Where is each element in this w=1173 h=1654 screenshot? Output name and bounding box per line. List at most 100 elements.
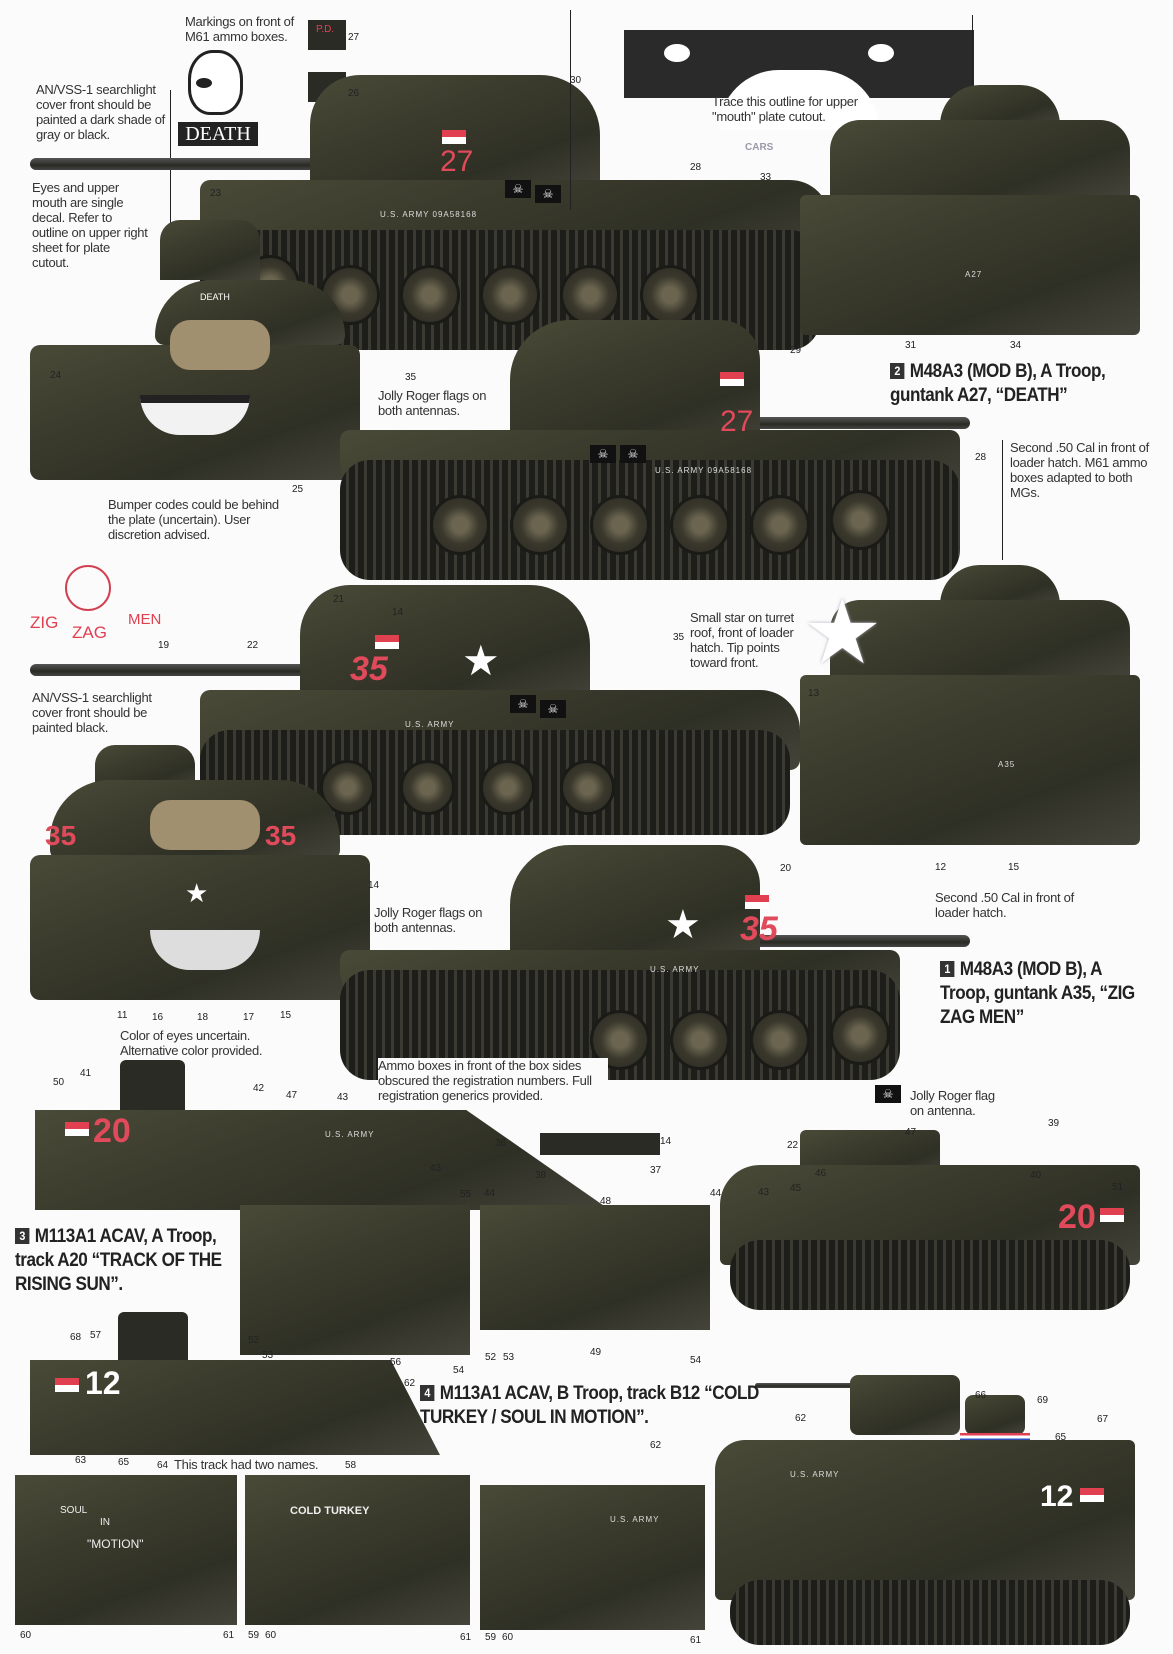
callout-number: 61 — [223, 1630, 235, 1641]
callout-number: 44 — [484, 1188, 496, 1199]
callout-number: 18 — [197, 1012, 209, 1023]
jolly-roger-flag: ☠ — [535, 185, 561, 203]
zig-zag-men-logo: ZIG ZAG MEN — [30, 565, 170, 655]
callout-number: 49 — [590, 1347, 602, 1358]
callout-number: 42 — [253, 1083, 265, 1094]
note-jolly-roger-3: Jolly Roger flag on antenna. — [910, 1088, 995, 1118]
callout-number: 39 — [1048, 1118, 1060, 1129]
callout-number: 65 — [118, 1457, 130, 1468]
vehicle-title-text: M113A1 ACAV, B Troop, track B12 “COLD TU… — [420, 1383, 759, 1428]
callout-number: 52 — [485, 1352, 497, 1363]
vehicle-title-text: M48A3 (MOD B), A Troop, guntank A27, “DE… — [890, 361, 1106, 406]
callout-number: 56 — [390, 1357, 402, 1368]
white-star: ★ — [665, 903, 701, 947]
m61-ammo-box-decal-pd: P.D. — [308, 20, 346, 50]
callout-number: 28 — [690, 162, 702, 173]
callout-number: 38 — [535, 1170, 547, 1181]
callout-number: 14 — [368, 880, 380, 891]
turret-number-27: 27 — [440, 145, 474, 178]
front-number-35: 35 — [265, 820, 297, 851]
callout-number: 43 — [337, 1092, 349, 1103]
callout-number: 24 — [50, 370, 62, 381]
main-gun — [30, 158, 340, 170]
m113-b12-rear-cold-turkey: COLD TURKEY — [245, 1475, 470, 1625]
callout-number: 54 — [690, 1355, 702, 1366]
registration-a35: U.S. ARMY — [650, 965, 700, 974]
note-small-star: Small star on turret roof, front of load… — [690, 610, 794, 670]
front-number-35: 35 — [45, 820, 77, 851]
number-12: 12 — [85, 1365, 121, 1401]
death-text: DEATH — [178, 122, 258, 146]
callout-number: 33 — [760, 172, 772, 183]
callout-number: 22 — [787, 1140, 799, 1151]
callout-number: 19 — [158, 640, 170, 651]
callout-number: 57 — [90, 1330, 102, 1341]
note-eye-color: Color of eyes uncertain. Alternative col… — [120, 1028, 263, 1058]
callout-number: 68 — [70, 1332, 82, 1343]
callout-number: 11 — [117, 1010, 128, 1021]
callout-number: 29 — [790, 345, 802, 356]
callout-number: 43 — [430, 1163, 442, 1174]
callout-number: 35 — [405, 372, 417, 383]
note-ammo-boxes: Ammo boxes in front of the box sides obs… — [378, 1058, 608, 1103]
jolly-roger-flag: ☠ — [540, 700, 566, 718]
vehicle-number-badge: 2 — [890, 363, 905, 379]
callout-number: 13 — [808, 688, 820, 699]
turret-number-27: 27 — [720, 405, 754, 438]
callout-number: 23 — [210, 188, 222, 199]
note-second-cal-2: Second .50 Cal in front of loader hatch. — [935, 890, 1074, 920]
callout-number: 47 — [286, 1090, 298, 1101]
callout-number: 20 — [780, 863, 792, 874]
m113-a20-roof-piece — [540, 1133, 660, 1155]
callout-number: 35 — [673, 632, 685, 643]
note-trace-outline: Trace this outline for upper "mouth" pla… — [712, 94, 858, 124]
callout-number: 47 — [905, 1127, 917, 1138]
registration-a35: U.S. ARMY — [405, 720, 455, 729]
vehicle-title-text: M113A1 ACAV, A Troop, track A20 “TRACK O… — [15, 1226, 222, 1295]
turret-number-35: 35 — [740, 910, 778, 948]
callout-number: 21 — [333, 594, 345, 605]
callout-number: 62 — [404, 1378, 416, 1389]
callout-number: 60 — [265, 1630, 277, 1641]
m113-b12-front-view: U.S. ARMY — [480, 1485, 705, 1630]
jolly-roger-flag: ☠ — [590, 445, 616, 463]
callout-number: 30 — [570, 75, 582, 86]
number-12: 12 — [1040, 1480, 1074, 1513]
pd-marking: P.D. — [316, 24, 335, 35]
callout-number: 15 — [280, 1010, 292, 1021]
note-two-names: This track had two names. — [174, 1457, 319, 1472]
callout-number: 36 — [495, 1138, 507, 1149]
callout-number: 27 — [348, 32, 360, 43]
callout-number: 66 — [975, 1390, 987, 1401]
note-bumper-codes: Bumper codes could be behind the plate (… — [108, 497, 279, 542]
callout-number: 46 — [815, 1168, 827, 1179]
callout-number: 69 — [1037, 1395, 1049, 1406]
callout-number: 45 — [790, 1183, 802, 1194]
callout-number: 50 — [53, 1077, 65, 1088]
callout-number: 62 — [795, 1413, 807, 1424]
callout-number: 22 — [247, 640, 259, 651]
callout-number: 28 — [975, 452, 987, 463]
rear-code-a35: A35 — [998, 760, 1016, 769]
callout-number: 48 — [600, 1196, 612, 1207]
callout-number: 14 — [392, 607, 404, 618]
callout-number: 65 — [1055, 1432, 1067, 1443]
callout-number: 14 — [660, 1136, 672, 1147]
callout-number: 63 — [75, 1455, 87, 1466]
callout-number: 62 — [650, 1440, 662, 1451]
callout-number: 55 — [460, 1189, 472, 1200]
callout-number: 52 — [248, 1335, 260, 1346]
callout-number: 67 — [1097, 1414, 1109, 1425]
jolly-roger-flag: ☠ — [510, 695, 536, 713]
number-20: 20 — [93, 1112, 131, 1150]
callout-number: 61 — [460, 1632, 472, 1643]
note-second-cal-1: Second .50 Cal in front of loader hatch.… — [1010, 440, 1149, 500]
callout-number: 34 — [1010, 340, 1022, 351]
jolly-roger-flag: ☠ — [875, 1085, 901, 1103]
callout-number: 41 — [80, 1068, 92, 1079]
callout-number: 25 — [292, 484, 304, 495]
callout-number: 16 — [152, 1012, 164, 1023]
callout-number: 64 — [157, 1460, 169, 1471]
cars-decal: CARS — [745, 142, 774, 153]
